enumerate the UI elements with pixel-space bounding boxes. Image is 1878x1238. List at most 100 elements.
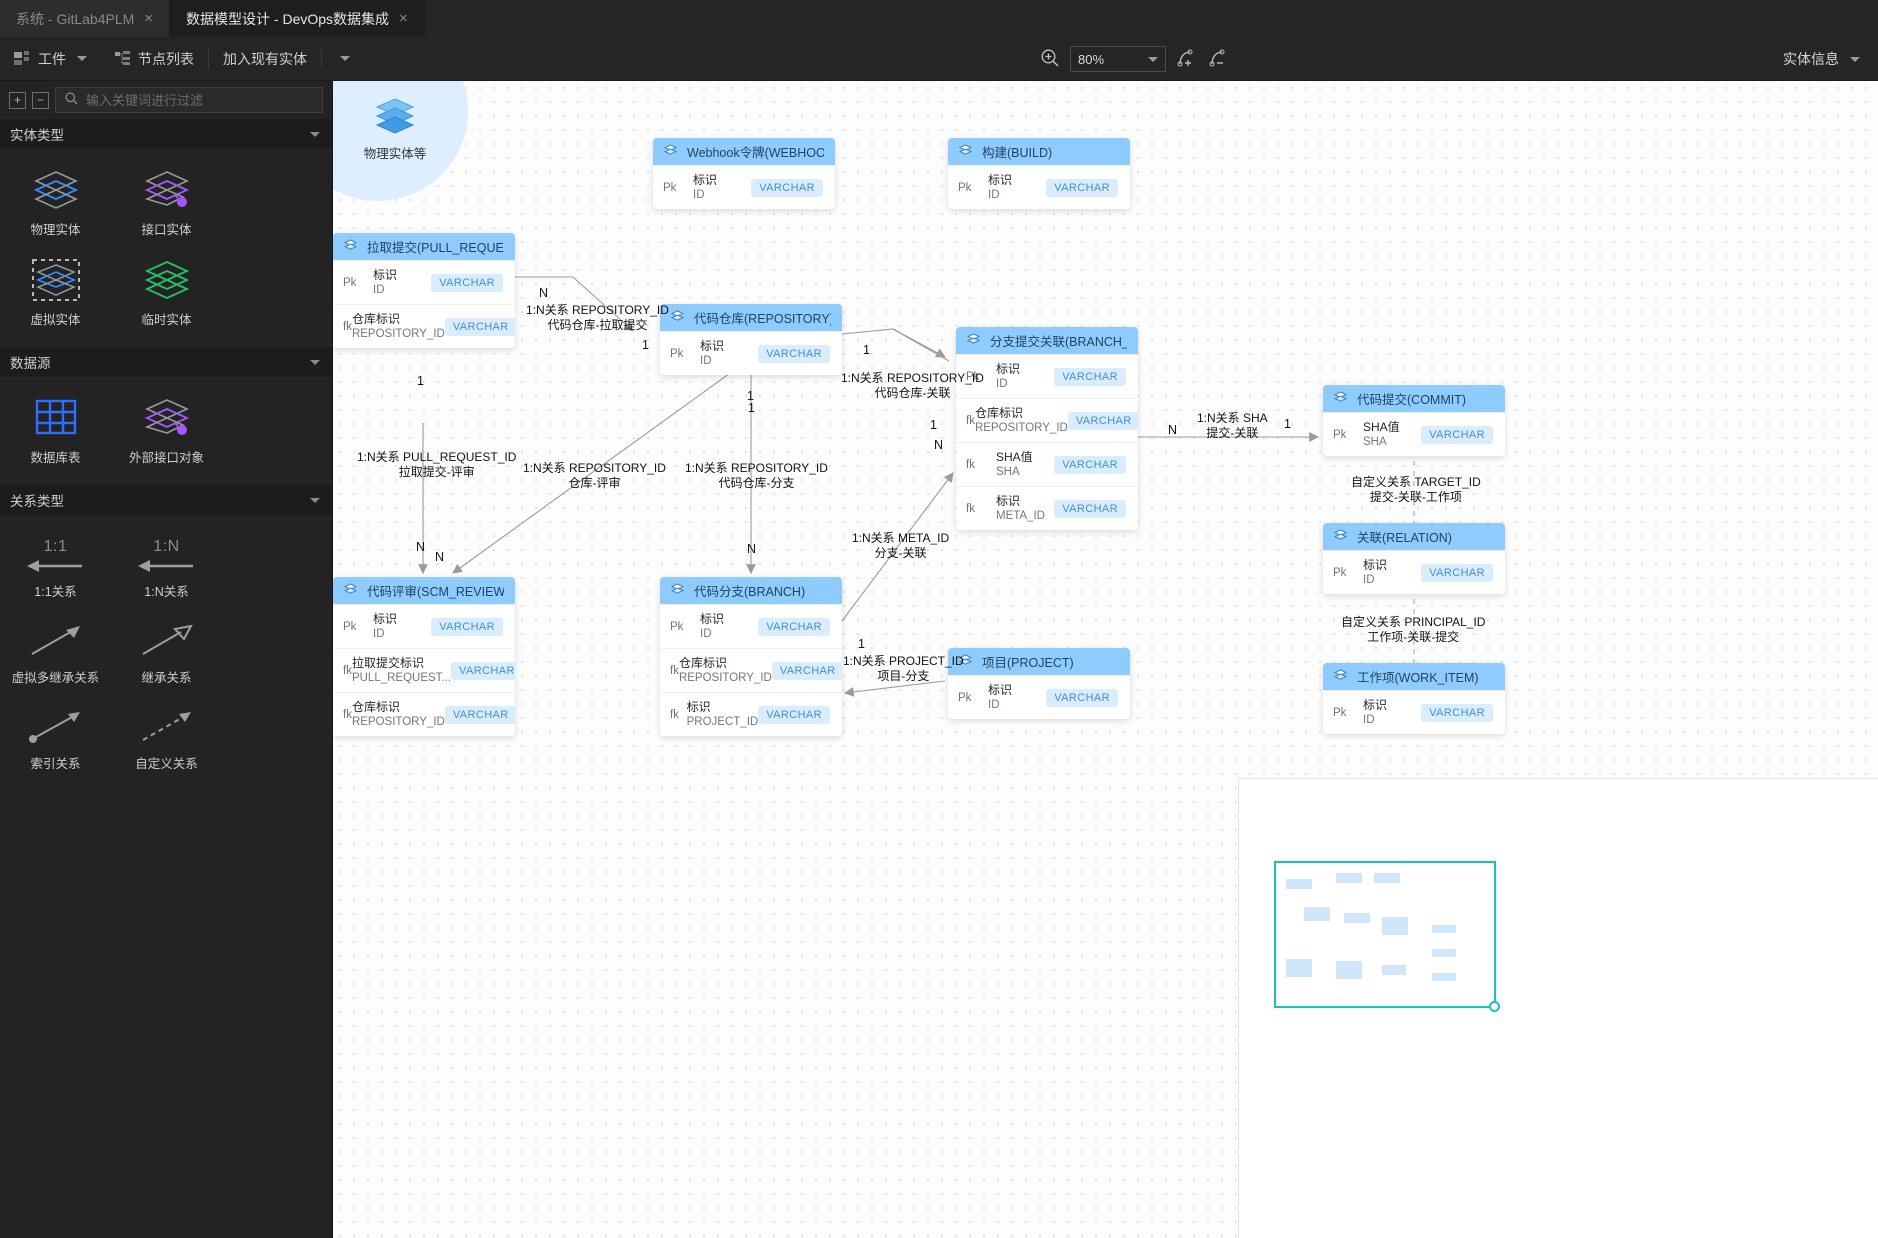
chevron-down-icon[interactable] (340, 56, 350, 61)
chevron-down-icon[interactable] (1148, 56, 1158, 62)
minimap-node (1382, 965, 1406, 975)
entity-field-type: VARCHAR (1421, 563, 1493, 582)
minimap-resize-handle[interactable] (1489, 1001, 1500, 1012)
chevron-down-icon[interactable] (310, 497, 320, 503)
palette-item-one-to-many[interactable]: 1:N 1:N关系 (111, 525, 222, 611)
zoom-level-select[interactable]: 80% (1070, 46, 1166, 72)
chevron-down-icon[interactable] (1850, 56, 1860, 62)
workpiece-menu[interactable]: 工件 (0, 49, 101, 69)
add-entity-chevron[interactable] (322, 56, 364, 61)
entity-header[interactable]: 代码提交(COMMIT) (1323, 385, 1505, 412)
entity-card-branch_ref[interactable]: 分支提交关联(BRANCH_REF_CO...Pk标识IDVARCHARfk仓库… (956, 327, 1138, 530)
section-header-data-sources[interactable]: 数据源 (0, 347, 332, 377)
remove-bend-point-icon[interactable] (1208, 48, 1230, 71)
entity-header[interactable]: 工作项(WORK_ITEM) (1323, 663, 1505, 690)
palette-item-one-to-one[interactable]: 1:1 1:1关系 (0, 525, 111, 611)
zoom-in-icon[interactable] (1040, 48, 1060, 71)
minimap-panel[interactable] (1238, 778, 1878, 1238)
entity-header[interactable]: 项目(PROJECT) (948, 648, 1130, 675)
palette-item-temp-entity[interactable]: 临时实体 (111, 249, 222, 339)
palette-item-inheritance[interactable]: 继承关系 (111, 611, 222, 697)
node-list-button[interactable]: 节点列表 (101, 49, 208, 69)
section-header-relation-types[interactable]: 关系类型 (0, 485, 332, 515)
entity-header[interactable]: 代码分支(BRANCH) (660, 577, 842, 604)
palette-item-physical-entity[interactable]: 物理实体 (0, 159, 111, 249)
palette-item-custom-relation[interactable]: 自定义关系 (111, 697, 222, 783)
chevron-down-icon[interactable] (310, 359, 320, 365)
tab-close-icon[interactable]: × (399, 10, 408, 27)
palette-item-interface-entity[interactable]: 接口实体 (111, 159, 222, 249)
minimap-viewport[interactable] (1274, 861, 1500, 1012)
entity-card-pull_request[interactable]: 拉取提交(PULL_REQUEST)Pk标识IDVARCHARfk仓库标识REP… (333, 233, 515, 348)
search-input[interactable] (86, 92, 313, 108)
palette-item-database-table[interactable]: 数据库表 (0, 387, 111, 477)
palette-item-index-relation[interactable]: 索引关系 (0, 697, 111, 783)
tab-close-icon[interactable]: × (144, 10, 154, 27)
entity-field-name-en: REPOSITORY_ID (351, 327, 445, 340)
palette-item-external-interface-object[interactable]: 外部接口对象 (111, 387, 222, 477)
entity-field-key: Pk (1333, 566, 1347, 579)
add-existing-entity-menu[interactable]: 加入现有实体 (209, 49, 321, 69)
entity-header[interactable]: 代码仓库(REPOSITORY) (660, 304, 842, 331)
palette-item-virtual-multi-inherit[interactable]: 虚拟多继承关系 (0, 611, 111, 697)
palette-item-virtual-entity[interactable]: 虚拟实体 (0, 249, 111, 339)
entity-field-name-en: PULL_REQUEST... (351, 671, 452, 684)
tab-data-model-design[interactable]: 数据模型设计 - DevOps数据集成 × (170, 0, 425, 37)
entity-title: 构建(BUILD) (982, 146, 1053, 160)
entity-info-button[interactable]: 实体信息 (1783, 37, 1860, 81)
layers-purple-plug-icon (143, 168, 191, 212)
entity-header[interactable]: 代码评审(SCM_REVIEW) (333, 577, 515, 604)
entity-title: 关联(RELATION) (1357, 531, 1452, 545)
palette-data-sources: 数据库表 外部接口对象 (0, 377, 332, 485)
entity-header[interactable]: 拉取提交(PULL_REQUEST) (333, 233, 515, 260)
entity-header[interactable]: 关联(RELATION) (1323, 523, 1505, 550)
palette-item-label: 1:N关系 (144, 585, 189, 599)
entity-header[interactable]: 分支提交关联(BRANCH_REF_CO... (956, 327, 1138, 354)
tab-system-gitlab4plm[interactable]: 系统 - GitLab4PLM × (0, 0, 171, 37)
search-box[interactable] (55, 87, 323, 113)
edge-label-line1: 自定义关系 PRINCIPAL_ID (1341, 615, 1486, 629)
er-diagram-canvas[interactable]: 物理实体等 (333, 81, 1878, 1238)
chevron-down-icon[interactable] (77, 56, 87, 61)
add-bend-point-icon[interactable] (1176, 48, 1198, 71)
canvas-entity-badge[interactable]: 物理实体等 (345, 97, 445, 162)
chevron-down-icon[interactable] (310, 131, 320, 137)
entity-field-type: VARCHAR (451, 661, 515, 680)
section-header-entity-types[interactable]: 实体类型 (0, 119, 332, 149)
expand-all-icon[interactable]: + (9, 91, 26, 109)
entity-header[interactable]: Webhook令牌(WEBHOOK_TOK... (653, 138, 835, 165)
collapse-all-icon[interactable]: − (32, 91, 49, 109)
entity-header[interactable]: 构建(BUILD) (948, 138, 1130, 165)
edge-label-line1: 1:N关系 REPOSITORY_ID (841, 371, 984, 385)
